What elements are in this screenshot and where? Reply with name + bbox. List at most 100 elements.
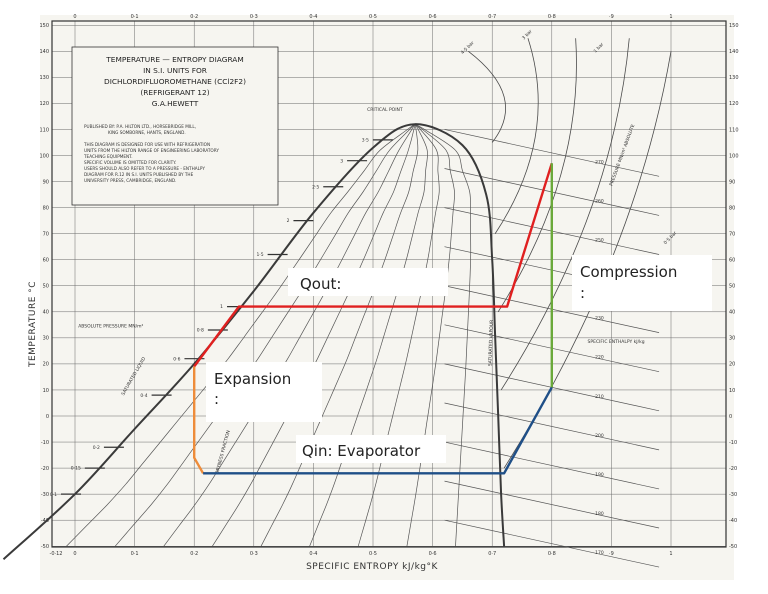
callout-compression: Compression : [572, 255, 712, 311]
x-tick-label-top: 0·7 [488, 14, 496, 20]
enthalpy-label: 230 [595, 316, 604, 322]
cycle-segment-qout [193, 162, 553, 368]
callout-compression-text: Compression [580, 263, 677, 281]
note-line-6: DIAGRAM FOR R.12 IN S.I. UNITS PUBLISHED… [84, 172, 194, 177]
callout-qin: Qin: Evaporator [296, 435, 446, 463]
note-line-3: TEACHING EQUIPMENT. [83, 154, 133, 159]
callout-qin-bg [296, 435, 446, 463]
publisher-line-2: KING SOMBORNE, HANTS, ENGLAND. [108, 130, 186, 135]
title-line-5: G.A.HEWETT [152, 99, 199, 108]
y-tick-label-left: 150 [39, 23, 49, 29]
pressure-label: 2·5 [312, 184, 319, 190]
publisher-line-1: PUBLISHED BY: P.A. HILTON LTD., HORSEBRI… [84, 124, 196, 129]
callout-compression-colon: : [580, 284, 585, 302]
x-tick-label-bottom: 0·8 [548, 551, 556, 557]
y-tick-label-left: 110 [39, 127, 49, 133]
pressure-label: 3 [340, 158, 343, 164]
pressure-label: 0·15 [71, 466, 81, 472]
y-tick-label-right: 30 [729, 336, 735, 342]
note-line-1: THIS DIAGRAM IS DESIGNED FOR USE WITH RE… [83, 142, 210, 147]
y-tick-label-right: 90 [729, 179, 735, 185]
note-line-5: USERS SHOULD ALSO REFER TO A PRESSURE - … [84, 166, 205, 171]
y-tick-label-right: 130 [729, 75, 739, 81]
y-tick-label-left: -10 [41, 440, 49, 446]
y-tick-label-left: 90 [43, 179, 49, 185]
pressure-label: 0·8 [197, 328, 204, 334]
y-axis-label: TEMPERATURE °C [28, 281, 38, 368]
x-tick-label-top: 0·4 [309, 14, 317, 20]
enthalpy-line [444, 402, 660, 451]
x-tick-label-top: 0·6 [429, 14, 437, 20]
title-line-2: IN S.I. UNITS FOR [143, 66, 207, 75]
x-tick-label-bottom: 0 [73, 551, 76, 557]
y-tick-label-left: -20 [41, 466, 49, 472]
x-tick-label-top: 0·5 [369, 14, 377, 20]
y-tick-label-left: 30 [43, 336, 49, 342]
y-tick-label-right: -50 [729, 544, 737, 550]
y-tick-label-right: 0 [729, 414, 732, 420]
y-tick-label-left: 70 [43, 231, 49, 237]
x-tick-label-top: 0·3 [250, 14, 258, 20]
cycle-segment-qin-evaporator [203, 386, 553, 475]
saturation-dome [2, 123, 506, 561]
y-tick-label-left: 130 [39, 75, 49, 81]
y-tick-label-right: 40 [729, 310, 735, 316]
critical-point-label: CRITICAL POINT [367, 107, 403, 113]
y-tick-label-right: -30 [729, 492, 737, 498]
y-tick-label-right: 20 [729, 362, 735, 368]
superheat-isobar [494, 38, 539, 234]
callout-compression-bg [572, 255, 712, 311]
enthalpy-label: 170 [595, 550, 604, 556]
enthalpy-line [444, 129, 660, 177]
callout-expansion-bg [206, 362, 322, 422]
y-tick-label-left: -50 [41, 544, 49, 550]
x-tick-label-bottom: 0·2 [190, 551, 198, 557]
y-tick-label-right: -10 [729, 440, 737, 446]
x-tick-label-top: 0·8 [548, 14, 556, 20]
enthalpy-label: 270 [595, 159, 604, 165]
superheat-isobar [468, 50, 506, 143]
y-tick-label-right: 10 [729, 388, 735, 394]
superheat-isobar [497, 38, 577, 313]
y-tick-label-right: 150 [729, 23, 739, 29]
pressure-label: 1 [220, 304, 223, 310]
x-tick-label-bottom: 0·6 [429, 551, 437, 557]
pressure-label: 1·5 [256, 252, 263, 258]
callout-qout-bg [288, 268, 448, 296]
pressure-label: 2 [287, 218, 290, 224]
callout-qout-text: Qout: [300, 275, 341, 293]
x-tick-label-bottom: 0·1 [131, 551, 139, 557]
callout-expansion: Expansion : [206, 362, 322, 422]
y-tick-label-right: -40 [729, 518, 737, 524]
title-line-4: (REFRIGERANT 12) [140, 88, 209, 97]
x-tick-label-bottom: 0·4 [309, 551, 317, 557]
y-tick-label-left: 60 [43, 258, 49, 264]
title-line-3: DICHLORDIFLUOROMETHANE (CCl2F2) [104, 77, 246, 86]
enthalpy-label: 210 [595, 394, 604, 400]
callout-expansion-colon: : [214, 390, 219, 408]
y-tick-label-right: 70 [729, 231, 735, 237]
y-tick-label-left: 80 [43, 205, 49, 211]
x-tick-label-top: ·9 [609, 14, 614, 20]
x-axis-label: SPECIFIC ENTROPY kJ/kg°K [306, 562, 438, 572]
enthalpy-label: 180 [595, 511, 604, 517]
absolute-pressure-label: ABSOLUTE PRESSURE MN/m² [78, 323, 143, 329]
x-tick-label-bottom: ·9 [609, 551, 614, 557]
y-tick-label-right: -20 [729, 466, 737, 472]
y-tick-label-left: 120 [39, 101, 49, 107]
y-tick-label-right: 100 [729, 153, 739, 159]
y-tick-label-right: 140 [729, 49, 739, 55]
pressure-label: 0·2 [93, 445, 100, 451]
y-tick-label-right: 80 [729, 205, 735, 211]
y-tick-label-left: 20 [43, 362, 49, 368]
y-tick-label-left: -30 [41, 492, 49, 498]
enthalpy-line [444, 519, 660, 568]
enthalpy-label: 200 [595, 433, 604, 439]
title-box [71, 46, 279, 206]
callout-qout: Qout: [288, 268, 448, 296]
refrigeration-cycle [193, 162, 553, 475]
y-tick-label-right: 60 [729, 258, 735, 264]
enthalpy-label: 220 [595, 355, 604, 361]
